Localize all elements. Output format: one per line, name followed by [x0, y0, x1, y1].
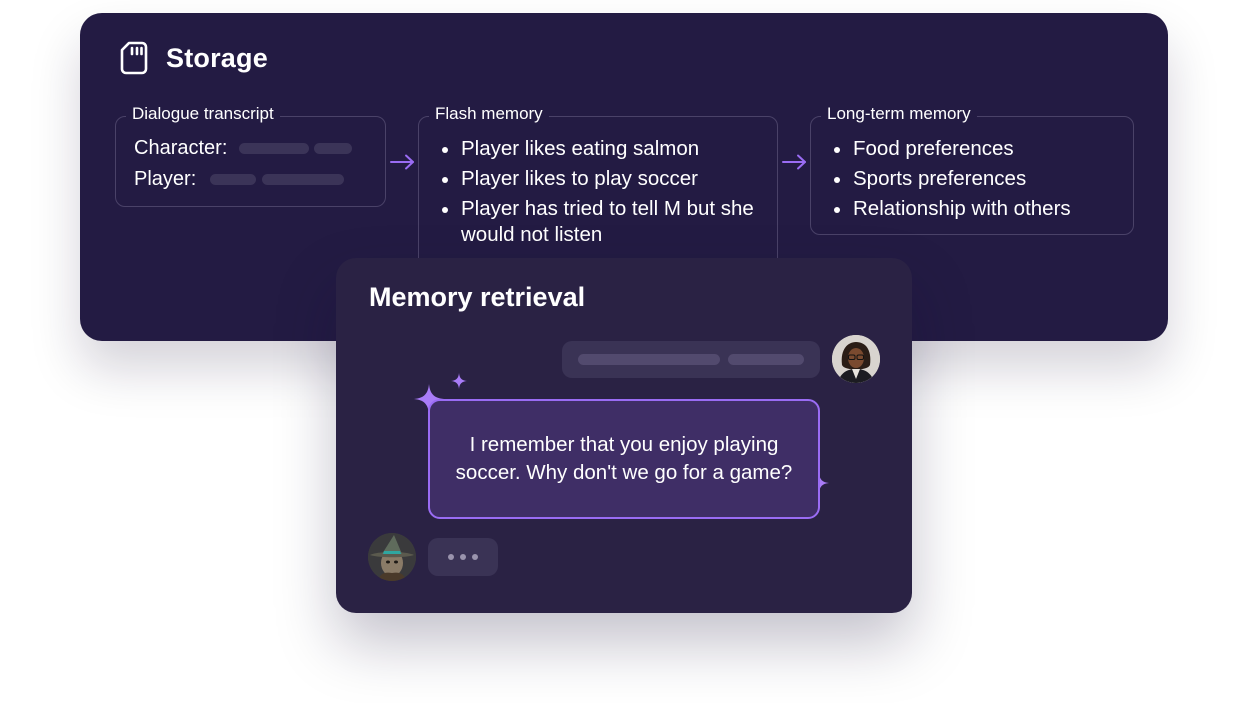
- dialogue-transcript-label: Dialogue transcript: [126, 104, 280, 124]
- character-avatar: [368, 533, 416, 581]
- sparkle-icon: [451, 373, 467, 389]
- witch-portrait-icon: [368, 533, 416, 581]
- list-item: Player has tried to tell M but she would…: [439, 196, 761, 248]
- long-term-memory-list: Food preferences Sports preferences Rela…: [831, 136, 1071, 226]
- placeholder-line: [239, 143, 310, 154]
- dialogue-transcript-box: Dialogue transcript Character: Player:: [115, 104, 386, 207]
- flash-memory-label: Flash memory: [429, 104, 549, 124]
- character-response-bubble: I remember that you enjoy playing soccer…: [428, 399, 820, 519]
- list-item: Sports preferences: [831, 166, 1071, 192]
- dialogue-speaker-character: Character:: [134, 137, 228, 159]
- arrow-right-icon: [782, 154, 806, 170]
- player-message-bubble: [562, 341, 820, 378]
- placeholder-line: [728, 354, 804, 365]
- dialogue-speaker-player: Player:: [134, 168, 197, 190]
- sparkle-icon: [414, 384, 444, 414]
- long-term-memory-label: Long-term memory: [821, 104, 977, 124]
- list-item: Relationship with others: [831, 196, 1071, 222]
- memory-retrieval-title: Memory retrieval: [369, 282, 586, 312]
- sd-card-icon: [120, 41, 148, 75]
- list-item: Player likes eating salmon: [439, 136, 761, 162]
- typing-indicator: [428, 538, 498, 576]
- placeholder-line: [578, 354, 720, 365]
- arrow-right-icon: [390, 154, 414, 170]
- player-avatar: [832, 335, 880, 383]
- person-portrait-icon: [832, 335, 880, 383]
- storage-title: Storage: [166, 42, 268, 73]
- placeholder-line: [262, 174, 345, 185]
- typing-dot: [460, 554, 466, 560]
- placeholder-line: [210, 174, 257, 185]
- list-item: Player likes to play soccer: [439, 166, 761, 192]
- flash-memory-list: Player likes eating salmon Player likes …: [439, 136, 761, 252]
- dialogue-row-character: Character:: [134, 137, 353, 160]
- list-item: Food preferences: [831, 136, 1071, 162]
- character-response-text: I remember that you enjoy playing soccer…: [455, 433, 793, 484]
- placeholder-line: [314, 143, 353, 154]
- storage-header: Storage: [120, 41, 268, 75]
- typing-dot: [472, 554, 478, 560]
- long-term-memory-box: Long-term memory Food preferences Sports…: [810, 104, 1134, 235]
- typing-dot: [448, 554, 454, 560]
- memory-retrieval-panel: Memory retrieval I remember that you enj…: [336, 258, 912, 613]
- dialogue-row-player: Player:: [134, 168, 345, 191]
- flash-memory-box: Flash memory Player likes eating salmon …: [418, 104, 778, 268]
